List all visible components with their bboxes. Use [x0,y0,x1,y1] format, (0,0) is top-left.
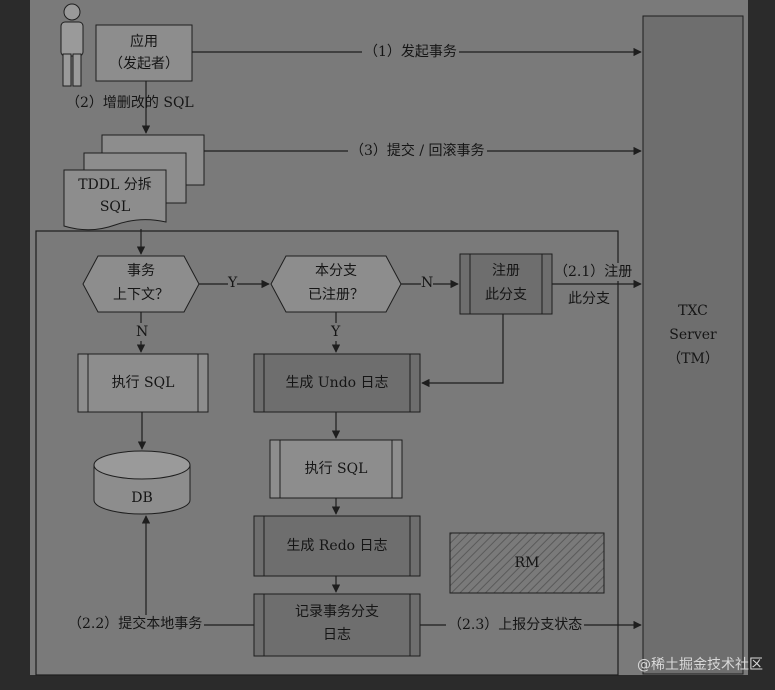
rm-label: RM [514,555,540,571]
edge-label-commit-local: （2.2）提交本地事务 [66,615,205,633]
txc-server-box [642,15,744,675]
exec-sql-mid-box [269,439,403,499]
user-icon [60,3,84,87]
tddl-label-1: TDDL 分拆 [78,177,152,193]
txc-label-1: TXC [678,303,708,319]
reg-label-2: 已注册？ [308,287,364,303]
ctx-label-2: 上下文？ [113,287,169,303]
do-reg-label-1: 注册 [492,263,520,279]
app-box [95,24,193,82]
do-reg-label-2: 此分支 [485,287,527,303]
txc-label-2: Server [669,327,717,343]
undo-label: 生成 Undo 日志 [285,375,389,391]
exec-left-label: 执行 SQL [111,375,175,391]
edge-commit-local [141,515,254,626]
exec-sql-left-box [77,353,209,413]
app-label: 应用 [130,34,158,50]
db-label: DB [131,490,153,506]
edge-label-report: （2.3）上报分支状态 [446,616,585,634]
branch-registered-decision [270,255,402,313]
edge-label-commit-rollback: （3）提交 / 回滚事务 [348,142,487,160]
watermark: @稀土掘金技术社区 [637,657,763,673]
exec-mid-label: 执行 SQL [304,461,368,477]
edge-label-start-tx: （1）发起事务 [362,43,459,61]
edge-register-to-undo [421,314,504,388]
db-cylinder [93,450,191,515]
edge-label-yes-2: Y [331,323,341,341]
branch-log-box [253,593,421,657]
undo-log-box [253,353,421,413]
app-sub-label: （发起者） [109,56,179,72]
edge-label-no-1: N [421,274,434,292]
edge-label-no-2: N [136,323,149,341]
ctx-label-1: 事务 [127,263,155,279]
edge-label-register-2: 此分支 [568,291,610,307]
reg-label-1: 本分支 [315,263,357,279]
log-label-1: 记录事务分支 [295,604,379,620]
tx-context-decision [82,255,200,313]
txc-label-3: （TM） [667,351,719,367]
tddl-label-2: SQL [99,199,131,215]
edge-label-register-1: （2.1）注册 [554,263,633,281]
register-branch-box [459,253,553,315]
tddl-doc-stack [63,134,205,231]
rm-boundary [35,230,619,676]
edge-label-sql: （2）增删改的 SQL [66,95,194,111]
edge-label-yes-1: Y [228,274,238,292]
redo-label: 生成 Redo 日志 [286,538,388,554]
log-label-2: 日志 [323,627,351,643]
redo-log-box [253,515,421,577]
rm-box [449,532,605,594]
